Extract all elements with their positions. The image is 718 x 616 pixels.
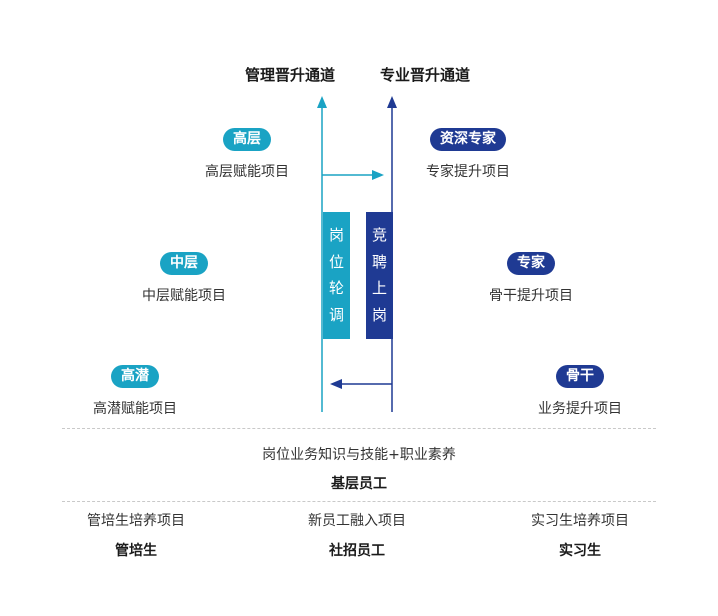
senior-level-badge: 高层 (223, 128, 271, 151)
senior-level-project: 高层赋能项目 (205, 164, 289, 180)
foundation-skills: 岗位业务知识与技能+职业素养 (262, 447, 456, 463)
expert-badge: 专家 (507, 252, 555, 275)
intern-training-project: 实习生培养项目 (531, 513, 629, 529)
backbone-badge: 骨干 (556, 365, 604, 388)
separator-bottom (62, 501, 656, 502)
middle-level-badge: 中层 (160, 252, 208, 275)
job-rotation-char: 岗 (328, 225, 344, 244)
competitive-promotion-char: 竞 (371, 225, 387, 244)
backbone-project: 业务提升项目 (538, 401, 622, 417)
competitive-promotion-box: 竞 聘 上 岗 (366, 212, 393, 339)
management-channel-title: 管理晋升通道 (244, 66, 336, 84)
high-potential-project: 高潜赋能项目 (93, 401, 177, 417)
intern-group: 实习生 (559, 543, 601, 559)
job-rotation-char: 轮 (328, 279, 344, 298)
social-hire-group: 社招员工 (329, 543, 385, 559)
competitive-promotion-char: 聘 (371, 252, 387, 271)
base-employees: 基层员工 (331, 476, 387, 492)
high-potential-badge: 高潜 (111, 365, 159, 388)
transfer-to-professional-arrowhead (372, 170, 384, 180)
senior-expert-project: 专家提升项目 (426, 164, 510, 180)
competitive-promotion-char: 岗 (371, 306, 387, 325)
onboarding-project: 新员工融入项目 (308, 513, 406, 529)
professional-channel-arrowhead (387, 96, 397, 108)
management-channel-arrowhead (317, 96, 327, 108)
management-trainee-group: 管培生 (115, 543, 157, 559)
senior-expert-badge: 资深专家 (430, 128, 506, 151)
job-rotation-box: 岗 位 轮 调 (323, 212, 350, 339)
middle-level-project: 中层赋能项目 (142, 288, 226, 304)
expert-project: 骨干提升项目 (489, 288, 573, 304)
transfer-to-management-arrowhead (330, 379, 342, 389)
professional-channel-title: 专业晋升通道 (379, 66, 471, 84)
competitive-promotion-char: 上 (371, 279, 387, 298)
separator-top (62, 428, 656, 429)
job-rotation-char: 调 (328, 306, 344, 325)
job-rotation-char: 位 (328, 252, 344, 271)
mt-training-project: 管培生培养项目 (87, 513, 185, 529)
